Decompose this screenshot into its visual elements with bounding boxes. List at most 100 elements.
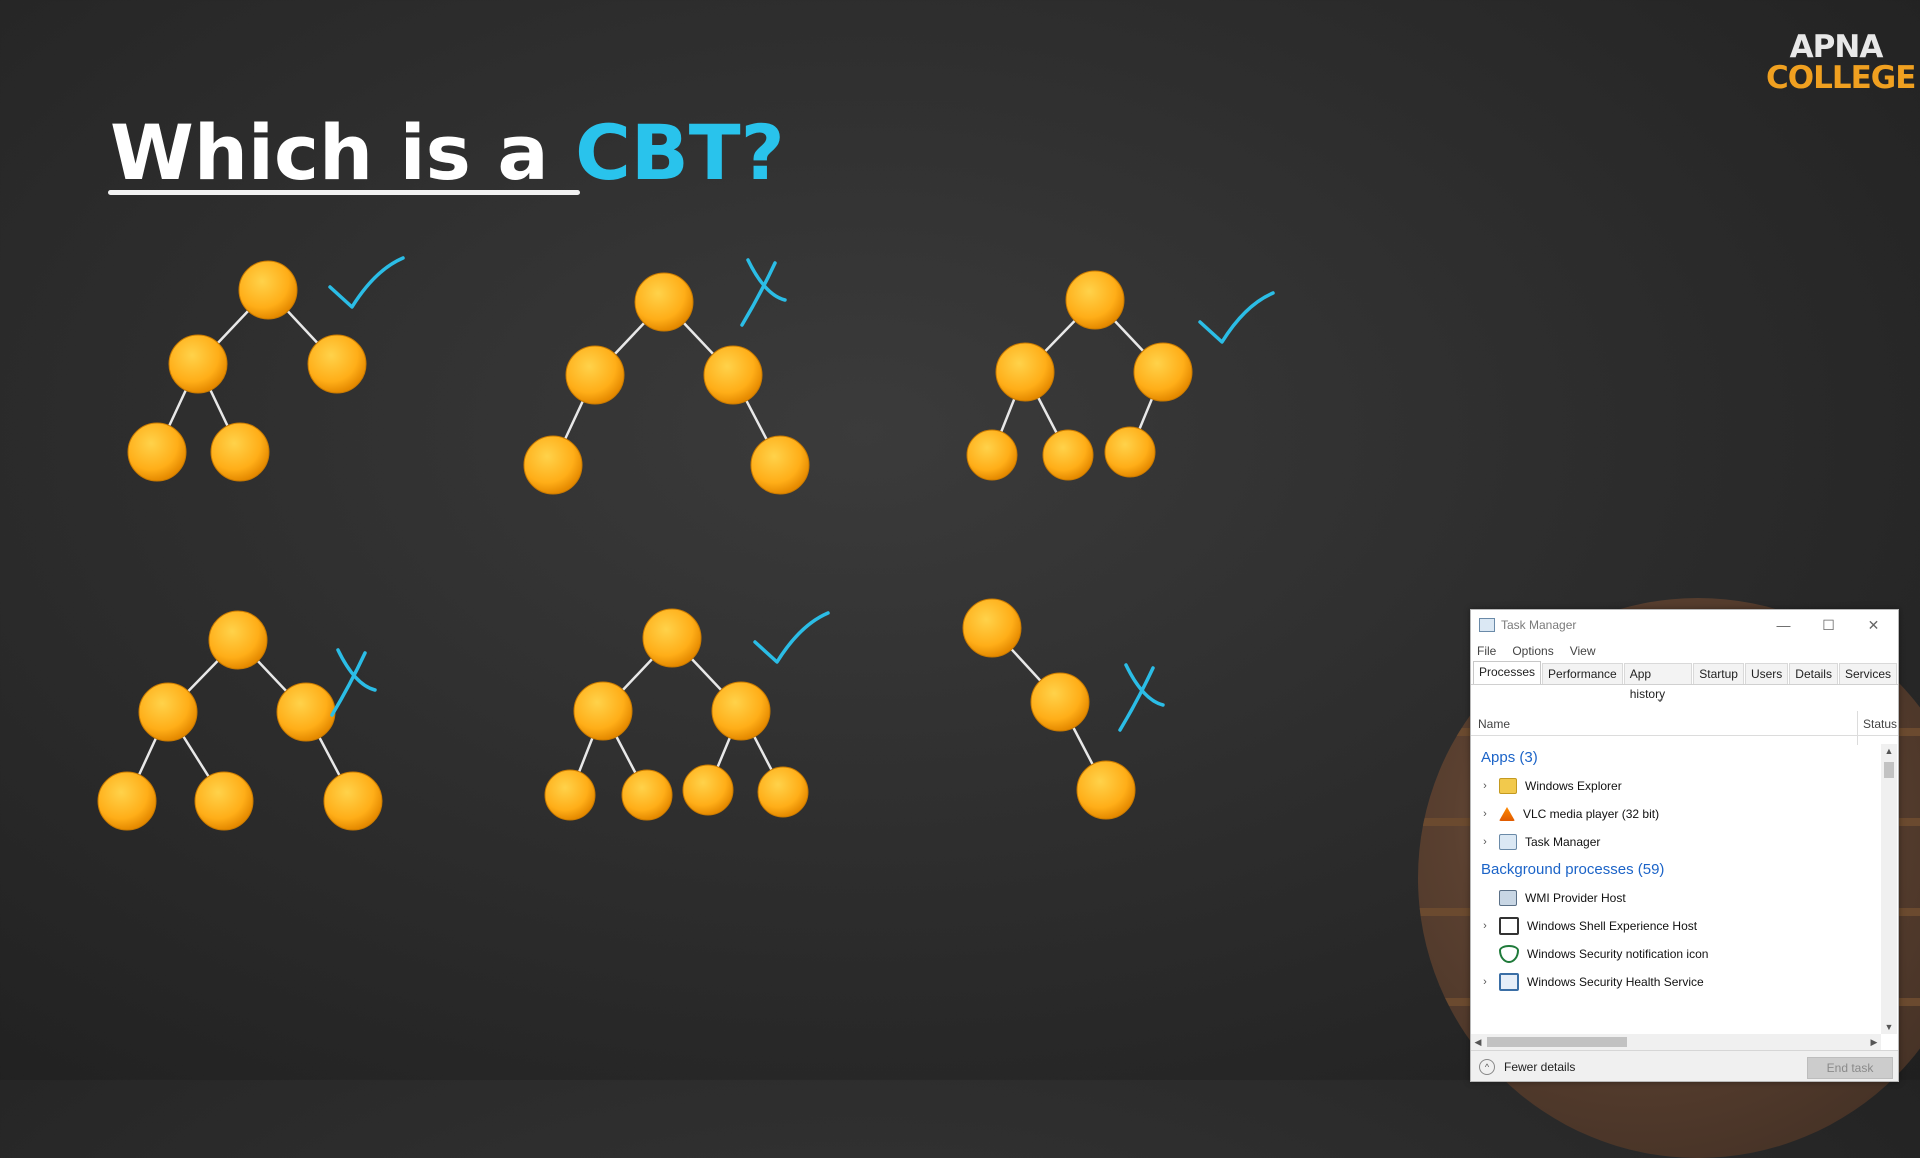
cross-mark-icon bbox=[330, 651, 367, 717]
tree-node bbox=[210, 422, 270, 482]
expand-chevron-icon[interactable]: › bbox=[1483, 920, 1487, 932]
list-item[interactable]: › VLC media player (32 bit) bbox=[1471, 800, 1881, 828]
vlc-cone-icon bbox=[1499, 807, 1515, 821]
tree-node bbox=[1042, 429, 1094, 481]
tree-node bbox=[642, 608, 702, 668]
menu-bar: File Options View bbox=[1471, 640, 1898, 662]
process-name: Windows Security notification icon bbox=[1527, 947, 1709, 961]
tree-5 bbox=[544, 608, 830, 821]
tab-services[interactable]: Services bbox=[1838, 663, 1897, 684]
tree-node bbox=[138, 682, 198, 742]
menu-file[interactable]: File bbox=[1477, 644, 1497, 658]
sort-row: ⌄ bbox=[1471, 685, 1898, 711]
tree-node bbox=[621, 769, 673, 821]
tree-3 bbox=[966, 270, 1275, 481]
tree-node bbox=[323, 771, 383, 831]
scroll-down-icon[interactable]: ▼ bbox=[1884, 1022, 1894, 1032]
task-manager-icon bbox=[1479, 618, 1495, 632]
tree-node bbox=[208, 610, 268, 670]
list-item[interactable]: › Windows Shell Experience Host bbox=[1471, 912, 1881, 940]
cross-mark-icon bbox=[336, 648, 377, 692]
tree-node bbox=[1065, 270, 1125, 330]
maximize-button[interactable]: ☐ bbox=[1822, 617, 1835, 633]
tree-1 bbox=[127, 256, 405, 482]
tree-node bbox=[573, 681, 633, 741]
list-item[interactable]: WMI Provider Host bbox=[1471, 884, 1881, 912]
tree-2 bbox=[523, 258, 810, 495]
cross-mark-icon bbox=[746, 258, 787, 302]
tab-processes[interactable]: Processes bbox=[1473, 661, 1542, 684]
tree-node bbox=[634, 272, 694, 332]
column-status[interactable]: Status bbox=[1863, 717, 1898, 731]
tree-node bbox=[565, 345, 625, 405]
check-mark-icon bbox=[753, 611, 830, 664]
tree-node bbox=[757, 766, 809, 818]
process-name: Windows Security Health Service bbox=[1527, 975, 1704, 989]
tab-users[interactable]: Users bbox=[1744, 663, 1789, 684]
title-prefix: Which is a bbox=[110, 108, 576, 197]
minimize-button[interactable]: — bbox=[1776, 617, 1791, 633]
tree-node bbox=[168, 334, 228, 394]
tree-6 bbox=[962, 598, 1165, 820]
expand-chevron-icon[interactable]: › bbox=[1483, 976, 1487, 988]
tree-node bbox=[962, 598, 1022, 658]
list-item[interactable]: › Windows Explorer bbox=[1471, 772, 1881, 800]
tree-node bbox=[97, 771, 157, 831]
tree-node bbox=[194, 771, 254, 831]
title-bar[interactable]: Task Manager — ☐ ✕ bbox=[1471, 610, 1898, 640]
list-item[interactable]: Windows Security notification icon bbox=[1471, 940, 1881, 968]
vertical-scrollbar[interactable]: ▲ ▼ bbox=[1881, 744, 1897, 1034]
scroll-up-icon[interactable]: ▲ bbox=[1884, 746, 1894, 756]
process-name: VLC media player (32 bit) bbox=[1523, 807, 1660, 821]
tree-4 bbox=[97, 610, 383, 831]
group-background-processes: Background processes (59) bbox=[1481, 861, 1665, 878]
end-task-button[interactable]: End task bbox=[1807, 1057, 1893, 1079]
tree-node bbox=[307, 334, 367, 394]
cross-mark-icon bbox=[1124, 663, 1165, 707]
scroll-thumb[interactable] bbox=[1884, 762, 1894, 778]
tree-node bbox=[1076, 760, 1136, 820]
tab-startup[interactable]: Startup bbox=[1693, 663, 1744, 684]
tab-strip: Processes Performance App history Startu… bbox=[1471, 661, 1898, 701]
check-mark-icon bbox=[1198, 291, 1275, 344]
close-button[interactable]: ✕ bbox=[1867, 617, 1880, 633]
horizontal-scrollbar[interactable]: ◀ ▶ bbox=[1471, 1034, 1881, 1050]
tab-performance[interactable]: Performance bbox=[1542, 663, 1623, 684]
tab-app-history[interactable]: App history bbox=[1623, 663, 1693, 701]
process-list: Apps (3) › Windows Explorer › VLC media … bbox=[1471, 744, 1881, 1022]
column-divider[interactable] bbox=[1857, 711, 1858, 745]
scroll-left-icon[interactable]: ◀ bbox=[1474, 1037, 1482, 1047]
title-underline bbox=[108, 190, 580, 195]
title-highlight: CBT? bbox=[575, 108, 785, 197]
expand-chevron-icon[interactable]: › bbox=[1483, 808, 1487, 820]
expand-chevron-icon[interactable]: › bbox=[1483, 836, 1487, 848]
task-manager-window[interactable]: Task Manager — ☐ ✕ File Options View Pro… bbox=[1470, 609, 1899, 1082]
process-name: Windows Shell Experience Host bbox=[1527, 919, 1698, 933]
chevron-down-icon[interactable]: ⌄ bbox=[1655, 691, 1666, 705]
list-item[interactable]: › Windows Security Health Service bbox=[1471, 968, 1881, 996]
group-apps: Apps (3) bbox=[1481, 749, 1538, 766]
tree-node bbox=[1133, 342, 1193, 402]
menu-options[interactable]: Options bbox=[1512, 644, 1554, 658]
column-name[interactable]: Name bbox=[1478, 717, 1511, 731]
tree-node bbox=[238, 260, 298, 320]
list-item[interactable]: › Task Manager bbox=[1471, 828, 1881, 856]
fewer-details-link[interactable]: Fewer details bbox=[1504, 1060, 1576, 1074]
menu-view[interactable]: View bbox=[1569, 644, 1596, 658]
tree-node bbox=[966, 429, 1018, 481]
scroll-right-icon[interactable]: ▶ bbox=[1870, 1037, 1878, 1047]
footer-bar: ^ Fewer details End task bbox=[1471, 1050, 1898, 1081]
tree-node bbox=[703, 345, 763, 405]
cross-mark-icon bbox=[1118, 666, 1155, 732]
tree-node bbox=[544, 769, 596, 821]
check-mark-icon bbox=[328, 256, 405, 309]
tree-node bbox=[1030, 672, 1090, 732]
expand-chevron-icon[interactable]: › bbox=[1483, 780, 1487, 792]
tab-details[interactable]: Details bbox=[1789, 663, 1838, 684]
chevron-up-circle-icon[interactable]: ^ bbox=[1479, 1059, 1495, 1075]
window-title: Task Manager bbox=[1501, 618, 1577, 632]
process-name: Windows Explorer bbox=[1525, 779, 1622, 793]
scroll-thumb-horizontal[interactable] bbox=[1487, 1037, 1627, 1047]
task-manager-icon bbox=[1499, 834, 1517, 850]
cross-mark-icon bbox=[740, 261, 777, 327]
